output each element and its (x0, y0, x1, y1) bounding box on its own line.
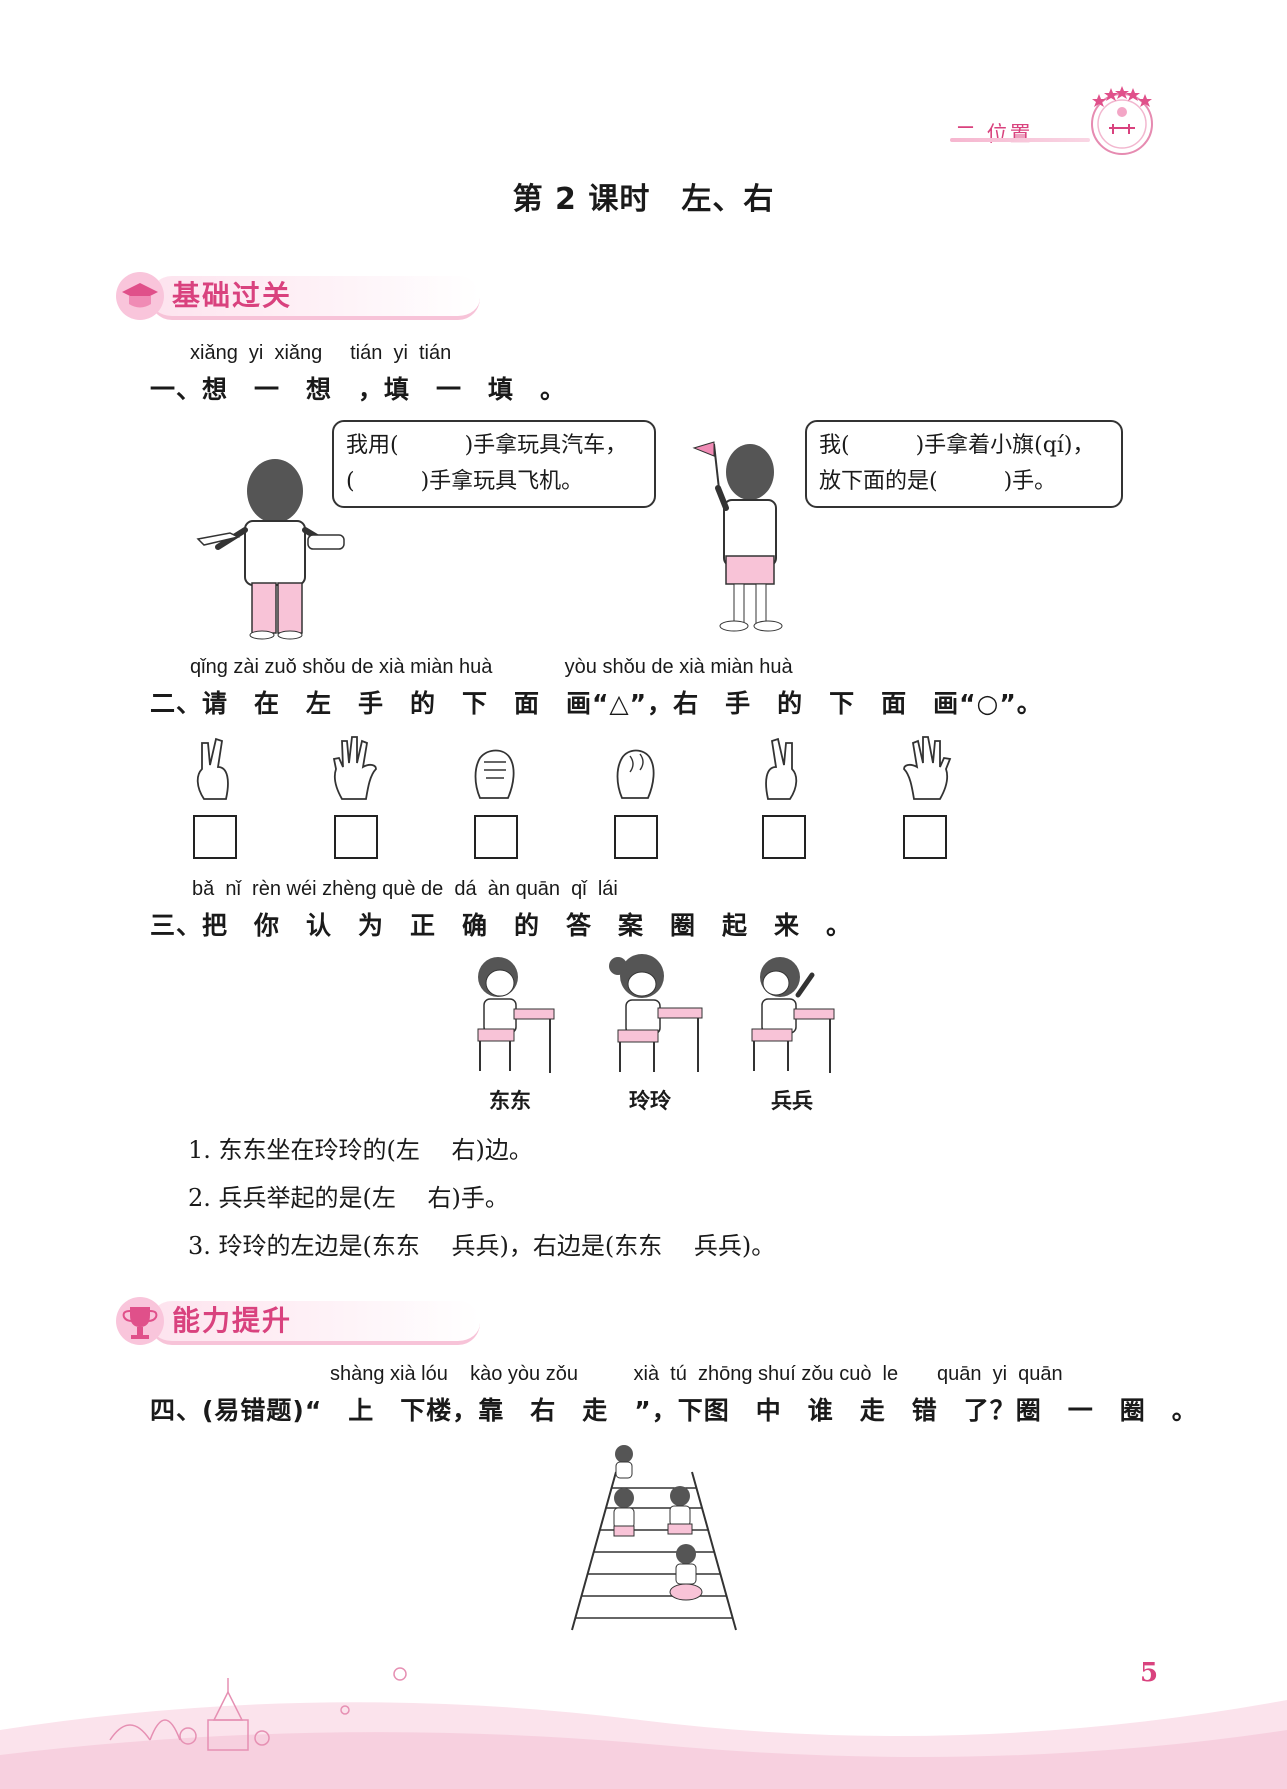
chapter-label: 二 位置 (955, 122, 1033, 146)
banner-background (150, 1301, 480, 1345)
answer-box-4[interactable] (614, 815, 658, 859)
q3-item-2: 2. 兵兵举起的是(左 右)手。 (188, 1184, 509, 1212)
section-banner-advanced: 能力提升 (110, 1297, 490, 1345)
student-name-lingling: 玲玲 (629, 1088, 671, 1113)
answer-box-3[interactable] (474, 815, 518, 859)
hand-open-palm-icon (332, 736, 377, 800)
student-name-bingbing: 兵兵 (771, 1088, 813, 1113)
hand-open-palm-left-icon (903, 736, 952, 800)
q3-question: 三、把 你 认 为 正 确 的 答 案 圈 起 来 。 (150, 911, 853, 940)
q3-item-3: 3. 玲玲的左边是(东东 兵兵)，右边是(东东 兵兵)。 (188, 1232, 776, 1260)
student-dongdong-illustration (477, 957, 555, 1073)
q4-pinyin: shàng xià lóu kào yòu zǒu xià tú zhōng s… (330, 1363, 1063, 1385)
section-banner-basic: 基础过关 (110, 272, 490, 320)
chapter-underline (950, 138, 1090, 142)
student-name-dongdong: 东东 (489, 1088, 531, 1113)
brand-seal-icon (1091, 86, 1153, 155)
page-number: 5 (1140, 1658, 1159, 1688)
staircase-illustration (571, 1445, 737, 1631)
section-title-advanced: 能力提升 (172, 1304, 293, 1337)
q2-question: 二、请 在 左 手 的 下 面 画“△”，右 手 的 下 面 画“○”。 (150, 689, 1043, 718)
trophy-icon (116, 1297, 164, 1345)
answer-box-2[interactable] (334, 815, 378, 859)
footer-wave-decoration (0, 1667, 1287, 1789)
hand-fist-back-icon (616, 749, 655, 799)
q2-pinyin: qǐng zài zuǒ shǒu de xià miàn huà yòu sh… (190, 656, 793, 678)
hand-victory-icon (196, 737, 229, 800)
student-bingbing-illustration (751, 957, 835, 1073)
q3-pinyin: bǎ nǐ rèn wéi zhèng què de dá àn quān qǐ… (192, 878, 618, 900)
page-title: 第 2 课时 左、右 (512, 182, 775, 217)
answer-box-1[interactable] (193, 815, 237, 859)
student-lingling-illustration (609, 954, 703, 1072)
q4-question: 四、(易错题)“ 上 下楼，靠 右 走 ”，下图 中 谁 走 错 了？圈 一 圈… (150, 1396, 1198, 1425)
child-holding-toys-illustration (196, 459, 345, 640)
speech-bubble-right: 我( )手拿着小旗(qí)， 放下面的是( )手。 (805, 420, 1123, 508)
q3-item-1: 1. 东东坐在玲玲的(左 右)边。 (188, 1136, 533, 1164)
answer-box-6[interactable] (903, 815, 947, 859)
hand-fist-icon (474, 749, 515, 799)
speech-bubble-left: 我用( )手拿玩具汽车， ( )手拿玩具飞机。 (332, 420, 656, 508)
section-title-basic: 基础过关 (172, 279, 293, 312)
child-holding-flag-illustration (692, 441, 783, 632)
banner-background (150, 276, 480, 320)
hand-victory-left-icon (765, 737, 798, 800)
graduation-cap-icon (116, 272, 164, 320)
answer-box-5[interactable] (762, 815, 806, 859)
q1-question: 一、想 一 想 ，填 一 填 。 (150, 375, 567, 404)
q1-pinyin: xiǎng yi xiǎng tián yi tián (190, 342, 452, 364)
